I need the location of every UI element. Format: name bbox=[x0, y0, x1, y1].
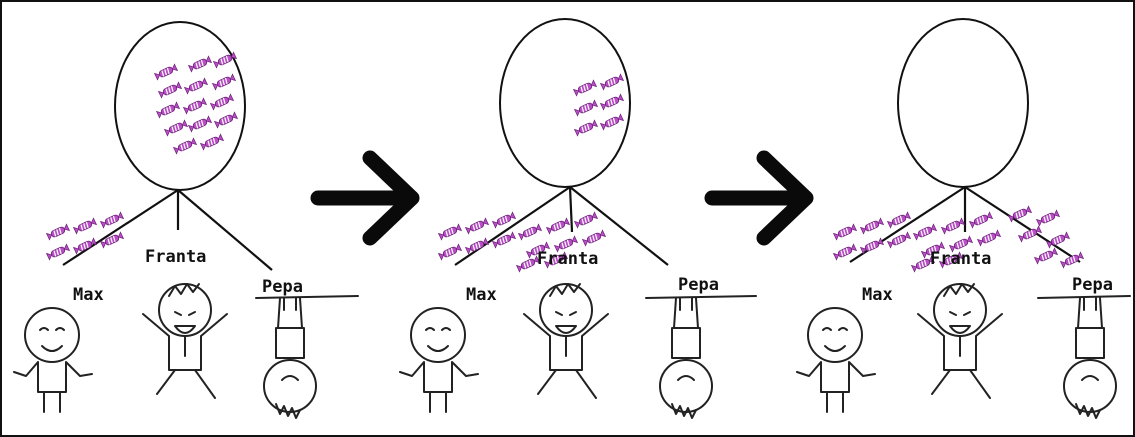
boy-icon bbox=[143, 284, 227, 398]
boy-icon bbox=[1038, 296, 1130, 418]
candy-icon bbox=[1009, 206, 1032, 222]
name-max: Max bbox=[862, 285, 893, 305]
candy-icon bbox=[214, 52, 237, 68]
pepa-3-candies bbox=[1009, 206, 1084, 268]
candy-icon bbox=[1047, 232, 1070, 248]
candy-icon bbox=[189, 116, 212, 132]
candy-icon bbox=[583, 230, 606, 246]
bag-1-candies bbox=[155, 52, 238, 154]
candy-icon bbox=[213, 74, 236, 90]
name-pepa: Pepa bbox=[262, 277, 303, 297]
candy-icon bbox=[914, 224, 937, 240]
panel-1: Max Franta Pepa bbox=[14, 22, 358, 418]
candy-icon bbox=[211, 94, 234, 110]
candy-icon bbox=[201, 134, 224, 150]
candy-icon bbox=[970, 212, 993, 228]
candy-icon bbox=[517, 256, 540, 272]
candy-bag-1 bbox=[115, 22, 245, 190]
candy-icon bbox=[74, 218, 97, 234]
candy-icon bbox=[547, 218, 570, 234]
candy-icon bbox=[155, 64, 178, 80]
name-max: Max bbox=[466, 285, 497, 305]
name-max: Max bbox=[73, 285, 104, 305]
candy-icon bbox=[466, 218, 489, 234]
candy-icon bbox=[601, 114, 624, 130]
max-1-candies bbox=[47, 212, 124, 260]
candy-icon bbox=[861, 238, 884, 254]
candy-icon bbox=[47, 244, 70, 260]
candy-icon bbox=[101, 212, 124, 228]
boy-icon bbox=[918, 284, 1002, 398]
name-franta: Franta bbox=[537, 249, 598, 269]
name-franta: Franta bbox=[145, 247, 206, 267]
candy-icon bbox=[466, 238, 489, 254]
candy-icon bbox=[493, 232, 516, 248]
candy-icon bbox=[159, 82, 182, 98]
panel-3: Max Franta Pepa bbox=[797, 19, 1130, 418]
boy-icon bbox=[400, 308, 478, 412]
candy-icon bbox=[861, 218, 884, 234]
candy-icon bbox=[942, 218, 965, 234]
candy-icon bbox=[157, 102, 180, 118]
candy-icon bbox=[439, 224, 462, 240]
candy-icon bbox=[519, 224, 542, 240]
boy-icon bbox=[646, 296, 756, 418]
candy-bag-3 bbox=[898, 19, 1028, 187]
max-2-candies bbox=[439, 212, 516, 260]
candy-icon bbox=[184, 98, 207, 114]
candy-icon bbox=[1061, 252, 1084, 268]
candy-icon bbox=[834, 244, 857, 260]
candy-icon bbox=[1037, 210, 1060, 226]
candy-icon bbox=[439, 244, 462, 260]
name-pepa: Pepa bbox=[678, 275, 719, 295]
candy-icon bbox=[601, 74, 624, 90]
boy-icon bbox=[256, 296, 358, 418]
panel-2: Max Franta Pepa bbox=[400, 19, 756, 418]
name-franta: Franta bbox=[930, 249, 991, 269]
boy-icon bbox=[797, 308, 875, 412]
candy-icon bbox=[575, 100, 598, 116]
candy-icon bbox=[101, 232, 124, 248]
candy-icon bbox=[189, 56, 212, 72]
branch-franta-2 bbox=[570, 187, 572, 232]
candy-icon bbox=[185, 78, 208, 94]
boy-icon bbox=[524, 284, 608, 398]
candy-icon bbox=[601, 94, 624, 110]
candy-icon bbox=[174, 138, 197, 154]
candy-icon bbox=[165, 120, 188, 136]
bag-2-candies bbox=[574, 74, 624, 136]
candy-icon bbox=[575, 120, 598, 136]
candy-icon bbox=[47, 224, 70, 240]
arrow-right-icon bbox=[318, 158, 412, 238]
candy-icon bbox=[574, 80, 597, 96]
name-pepa: Pepa bbox=[1072, 275, 1113, 295]
candy-icon bbox=[834, 224, 857, 240]
candy-icon bbox=[575, 212, 598, 228]
boy-icon bbox=[14, 308, 92, 412]
candy-icon bbox=[1035, 248, 1058, 264]
candy-icon bbox=[215, 112, 238, 128]
candy-icon bbox=[978, 230, 1001, 246]
max-3-candies bbox=[834, 212, 911, 260]
arrow-right-icon bbox=[712, 158, 806, 238]
